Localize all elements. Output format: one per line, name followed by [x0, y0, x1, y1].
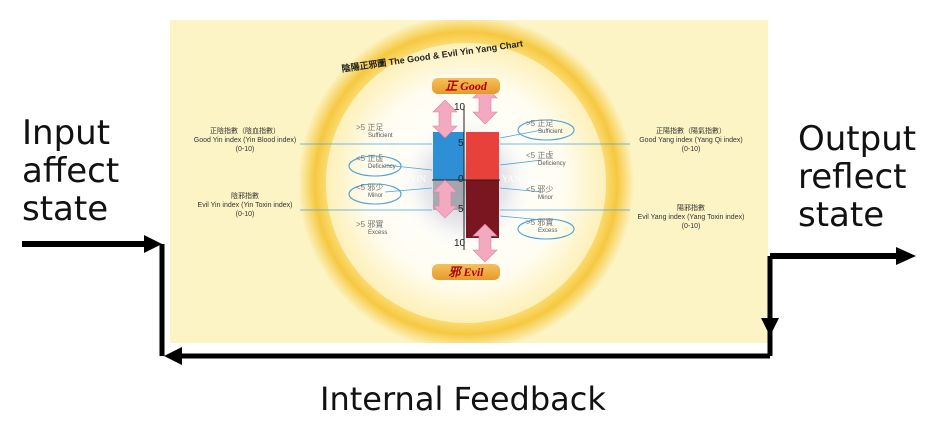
good-label: 正 Good: [432, 78, 500, 94]
right-good-title: 正陽指數（陽氣指數）: [656, 128, 726, 135]
good-yang-bar: [466, 132, 499, 180]
tick-bottom-5: 5: [458, 204, 464, 215]
tick-top-10: 10: [454, 102, 466, 113]
left-evil-title: 陰邪指數: [231, 193, 259, 200]
right-evil-title: 陽邪指數: [677, 205, 705, 212]
output-label: Output reflect state: [798, 119, 917, 235]
left-evil-subtitle: Evil Yin index (Yin Toxin index): [197, 202, 293, 209]
right-evil-yang-block: 陽邪指數 Evil Yang index (Yang Toxin index) …: [616, 204, 766, 231]
evil-label: 邪 Evil: [432, 264, 500, 280]
right-good-range: (0-10): [681, 146, 701, 153]
left-marker-minor: <5 邪少 Minor: [356, 183, 384, 199]
left-good-title: 正陰指數（陰血指數）: [210, 128, 280, 135]
left-good-range: (0-10): [235, 146, 255, 153]
left-evil-yin-block: 陰邪指數 Evil Yin index (Yin Toxin index) (0…: [170, 192, 320, 219]
tick-top-5: 5: [458, 138, 464, 149]
input-arrowhead: [144, 235, 162, 253]
right-marker-sufficient: >5 正足 Sufficient: [526, 119, 563, 135]
left-good-subtitle: Good Yin index (Yin Blood index): [193, 137, 297, 144]
chart-graphic: [298, 20, 634, 343]
yin-yang-chart-panel: 陰陽正邪圖 The Good & Evil Yin Yang Chart 正 G…: [170, 20, 768, 343]
output-arrowhead: [896, 247, 916, 265]
right-arrows: [472, 85, 498, 263]
feedback-label: Internal Feedback: [320, 380, 606, 418]
input-label: Input affect state: [22, 113, 120, 229]
yin-label: YIN: [410, 174, 426, 184]
left-arrows: [432, 99, 458, 219]
right-good-yang-block: 正陽指數（陽氣指數） Good Yang index (Yang Qi inde…: [616, 127, 766, 154]
left-evil-range: (0-10): [235, 211, 255, 218]
left-good-yin-block: 正陰指數（陰血指數） Good Yin index (Yin Blood ind…: [170, 127, 320, 154]
right-marker-excess: >5 邪實 Excess: [526, 218, 558, 234]
right-marker-deficiency: <5 正虛 Deficiency: [526, 151, 566, 167]
tick-bottom-10: 10: [454, 238, 466, 249]
tick-zero: 0: [458, 174, 464, 185]
right-evil-range: (0-10): [681, 223, 701, 230]
good-yin-bar: [433, 132, 464, 180]
right-evil-subtitle: Evil Yang index (Yang Toxin index): [637, 214, 745, 221]
left-marker-deficiency: <5 正虛 Deficiency: [356, 154, 396, 170]
down-arrowhead: [761, 318, 779, 336]
right-good-subtitle: Good Yang index (Yang Qi index): [639, 137, 743, 144]
right-marker-minor: <5 邪少 Minor: [526, 185, 554, 201]
feedback-arrowhead: [164, 347, 182, 365]
left-marker-sufficient: >5 正足 Sufficient: [356, 123, 393, 139]
left-marker-excess: >5 邪實 Excess: [356, 220, 388, 236]
yang-label: YANG: [502, 174, 528, 184]
